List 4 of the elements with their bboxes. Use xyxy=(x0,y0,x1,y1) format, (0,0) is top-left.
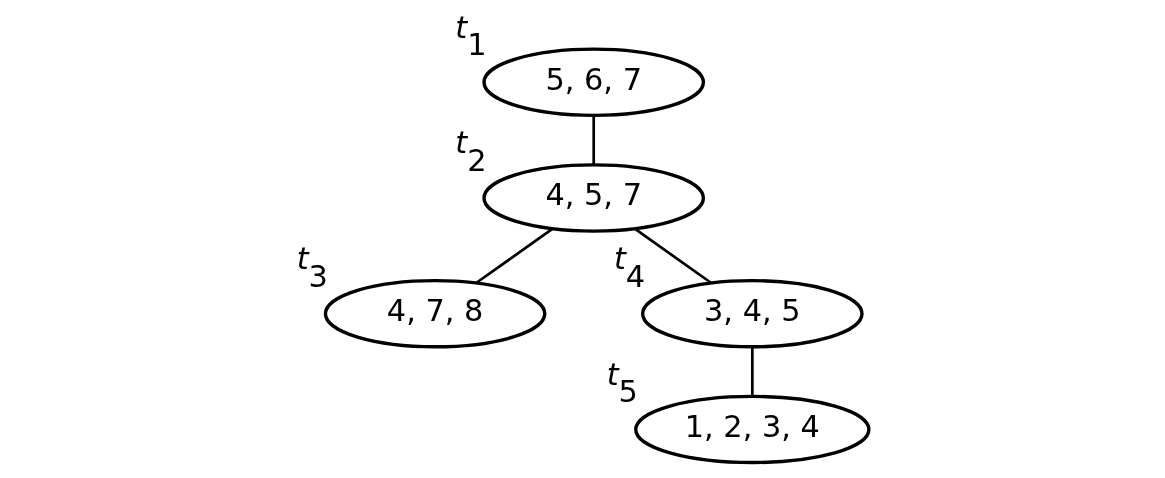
connector xyxy=(591,115,595,164)
connector xyxy=(634,228,712,284)
connector xyxy=(475,228,553,284)
connector xyxy=(750,347,754,396)
